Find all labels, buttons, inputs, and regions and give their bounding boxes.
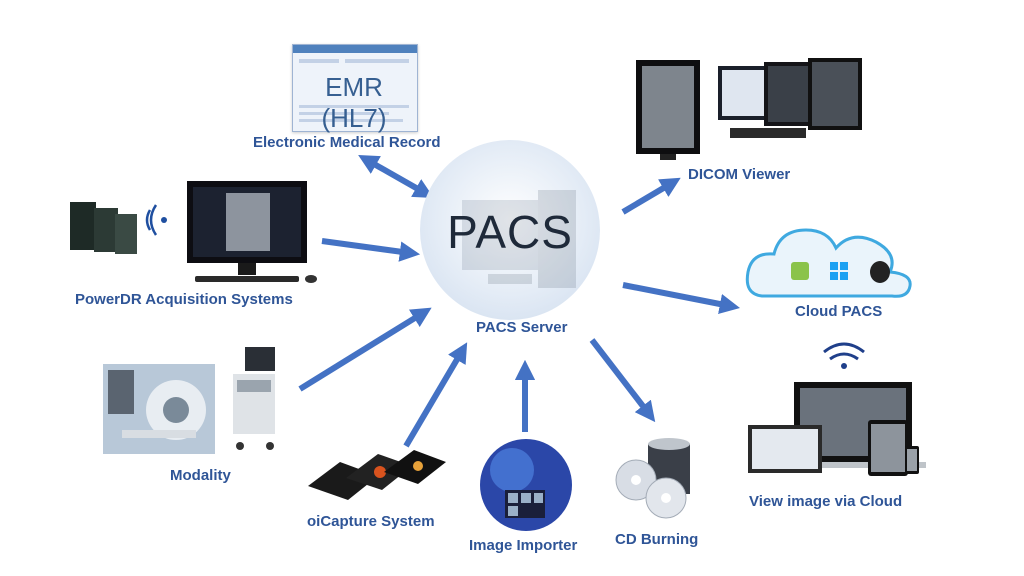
- powerdr-label: PowerDR Acquisition Systems: [75, 291, 293, 308]
- arrow-cd: [589, 338, 656, 423]
- detector-panel-icon: [70, 202, 137, 254]
- arrow-emr: [358, 154, 434, 199]
- arrow-ocapture: [403, 342, 468, 448]
- cd-icon: [615, 438, 690, 519]
- computer-icon: [462, 190, 576, 288]
- workstation-icon: [718, 58, 862, 138]
- tablet-icon: [868, 420, 908, 476]
- cloud-label: Cloud PACS: [795, 303, 883, 320]
- wifi-icon: [145, 204, 158, 236]
- ultrasound-icon: [233, 347, 275, 450]
- emr-form-graphic: [293, 45, 417, 122]
- arrow-cloud: [622, 282, 741, 315]
- cd-label: CD Burning: [615, 531, 699, 548]
- film-stack-icon: [308, 450, 446, 500]
- cloud-view-label: View image via Cloud: [749, 493, 903, 510]
- cloud-icon: [745, 228, 912, 298]
- emr-label: Electronic Medical Record: [253, 134, 441, 151]
- pacs-title: PACS: [447, 206, 573, 258]
- apple-icon: [870, 261, 890, 283]
- ocapture-label: oiCapture System: [307, 513, 435, 530]
- modality-label: Modality: [170, 467, 231, 484]
- x-ray-monitor-icon: [636, 60, 700, 160]
- arrow-modality: [298, 307, 432, 392]
- globe-icon: [480, 439, 572, 531]
- importer-label: Image Importer: [469, 537, 578, 554]
- emr-doc-title: EMR (HL7): [321, 72, 387, 133]
- pacs-server-hub: [420, 140, 600, 320]
- windows-icon: [830, 262, 848, 280]
- emr-document: [292, 44, 418, 132]
- x-ray-monitor-icon: [187, 181, 317, 283]
- dicom-label: DICOM Viewer: [688, 166, 791, 183]
- phone-icon: [905, 446, 919, 474]
- mri-icon: [103, 364, 215, 454]
- arrow-dicom: [621, 177, 681, 215]
- android-icon: [791, 262, 809, 280]
- monitor-icon: [748, 425, 822, 473]
- pacs-server-label: PACS Server: [476, 319, 568, 336]
- arrow-powerdr: [321, 238, 421, 262]
- wifi-icon: [823, 342, 865, 361]
